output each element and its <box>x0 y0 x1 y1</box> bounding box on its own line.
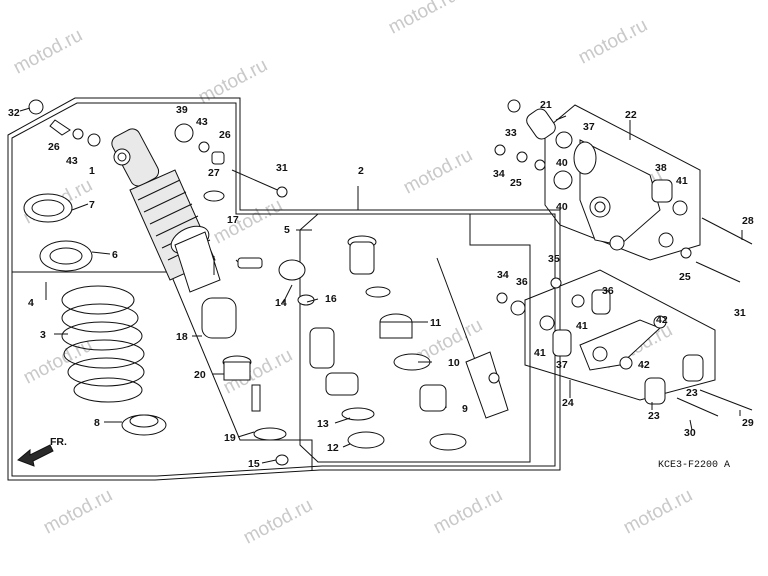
callout-label: 34 <box>497 269 509 281</box>
callout-label: 22 <box>625 109 637 121</box>
callout-label: 26 <box>219 129 231 141</box>
callout-label: 14 <box>275 297 287 309</box>
callout-label: 36 <box>516 276 528 288</box>
callout-label: 13 <box>317 418 329 430</box>
callout-label: 18 <box>176 331 188 343</box>
outline-damper-kit <box>299 213 531 463</box>
callout-label: 20 <box>194 369 206 381</box>
direction-label: FR. <box>50 436 67 448</box>
outline-shock-arm <box>544 104 701 261</box>
callout-label: 26 <box>48 141 60 153</box>
shock-link <box>496 277 753 417</box>
callout-label: 8 <box>94 417 100 429</box>
callout-label: 17 <box>227 214 239 226</box>
callout-label: 12 <box>327 442 339 454</box>
callout-label: 15 <box>248 458 260 470</box>
callout-label: 25 <box>679 271 691 283</box>
callout-label: 31 <box>734 307 746 319</box>
callout-label: 43 <box>66 155 78 167</box>
outline-spring-group <box>12 271 313 470</box>
front-direction-arrow: FR. <box>17 436 67 467</box>
callout-label: 37 <box>556 359 568 371</box>
callout-label: 19 <box>224 432 236 444</box>
callout-label: 29 <box>742 417 754 429</box>
callout-label: 27 <box>208 167 220 179</box>
callout-label: 23 <box>686 387 698 399</box>
callout-label: 30 <box>684 427 696 439</box>
callout-label: 39 <box>176 104 188 116</box>
outline-shock-link <box>524 269 716 401</box>
callout-label: 24 <box>562 397 574 409</box>
callout-label: 21 <box>540 99 552 111</box>
callout-label: 35 <box>548 253 560 265</box>
callout-label: 33 <box>505 127 517 139</box>
callout-label: 34 <box>493 168 505 180</box>
callout-label: 32 <box>8 107 20 119</box>
callout-label: 41 <box>676 175 688 187</box>
outline-shock-assembly <box>7 97 561 481</box>
diagram-code: KCE3-F2200 A <box>658 460 730 471</box>
callout-label: 42 <box>656 314 668 326</box>
callout-label: 43 <box>196 116 208 128</box>
callout-label: 25 <box>510 177 522 189</box>
callout-label: 1 <box>89 165 95 177</box>
callout-label: 28 <box>742 215 754 227</box>
callout-label: 41 <box>534 347 546 359</box>
callout-label: 2 <box>358 165 364 177</box>
callout-label: 41 <box>576 320 588 332</box>
callout-label: 9 <box>462 403 468 415</box>
callout-label: 40 <box>556 201 568 213</box>
callout-label: 11 <box>430 317 441 329</box>
callout-label: 10 <box>448 357 460 369</box>
damper-kit-parts <box>28 99 509 466</box>
callout-label: 38 <box>655 162 667 174</box>
callout-label: 40 <box>556 157 568 169</box>
callout-labels: 1 2 3 4 5 6 7 8 9 10 11 12 13 14 15 16 1… <box>8 99 754 470</box>
callout-label: 6 <box>112 249 118 261</box>
callout-label: 37 <box>583 121 595 133</box>
callout-label: 42 <box>638 359 650 371</box>
callout-label: 7 <box>89 199 95 211</box>
callout-label: 5 <box>284 224 290 236</box>
callout-label: 31 <box>276 162 288 174</box>
callout-label: 23 <box>648 410 660 422</box>
shock-absorber <box>111 128 221 293</box>
callout-label: 36 <box>602 285 614 297</box>
callout-label: 16 <box>325 293 337 305</box>
spring-parts <box>23 193 167 436</box>
callout-label: 3 <box>40 329 46 341</box>
callout-label: 4 <box>28 297 34 309</box>
shock-arm <box>494 99 753 283</box>
leader-lines <box>19 107 743 464</box>
